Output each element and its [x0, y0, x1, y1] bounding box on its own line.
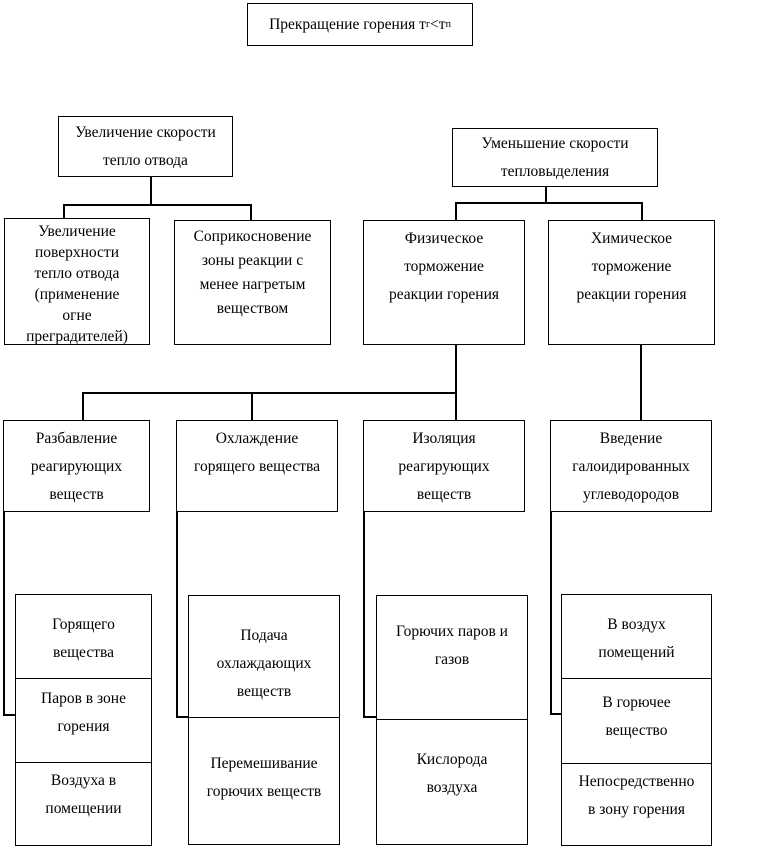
cell-into-room-air: В воздух помещений	[562, 595, 711, 679]
title-text: Прекращение горения т	[269, 15, 426, 33]
connector-left-drop-1	[63, 204, 65, 218]
connector-mid-drop-2	[251, 392, 253, 420]
connector-left-bracket	[63, 204, 251, 206]
connector-physical-stem	[455, 345, 457, 420]
title-inequality: <т	[430, 15, 446, 33]
box-increase-heat-removal-surface: Увеличение поверхности тепло отвода (при…	[4, 218, 150, 345]
connector-elbow-introduction-h	[550, 713, 561, 715]
connector-chemical-stem	[640, 345, 642, 420]
connector-mid-drop-1	[82, 392, 84, 420]
connector-left-drop-2	[250, 204, 252, 220]
cell-directly-into-combustion-zone: Непосредственно в зону горения	[578, 773, 695, 818]
stack-introduction-targets: В воздух помещений В горючее вещество Не…	[561, 594, 712, 846]
cell-into-combustible-substance: В горючее вещество	[562, 679, 711, 764]
box-dilution-of-reactants: Разбавление реагирующих веществ	[3, 420, 150, 512]
connector-elbow-isolation-h	[363, 716, 376, 718]
box-introduction-halogenated-hydrocarbons: Введение галоидированных углеводородов	[550, 420, 712, 512]
stack-cooling-methods: Подача охлаждающих веществ Перемешивание…	[188, 595, 340, 845]
box-increase-heat-removal-rate: Увеличение скорости тепло отвода	[58, 116, 233, 177]
connector-elbow-isolation-v	[363, 512, 365, 717]
connector-elbow-cooling-h	[176, 716, 188, 718]
stack-dilution-targets: Горящего вещества Паров в зоне горения В…	[15, 594, 152, 846]
box-physical-inhibition: Физическое торможение реакции горения	[363, 220, 525, 345]
cell-oxygen-of-air: Кислорода воздуха	[416, 751, 488, 796]
box-chemical-inhibition: Химическое торможение реакции горения	[548, 220, 715, 345]
connector-elbow-introduction-v	[550, 512, 552, 715]
connector-right-drop-2	[641, 202, 643, 220]
cell-air-in-room: Воздуха в помещении	[45, 772, 122, 817]
cell-vapors-in-combustion-zone: Паров в зоне горения	[16, 679, 151, 763]
stack-isolation-targets: Горючих паров и газов Кислорода воздуха	[376, 595, 528, 845]
box-decrease-heat-release-rate: Уменьшение скорости тепловыделения	[452, 128, 658, 187]
box-contact-with-cooler-substance: Соприкосновение зоны реакции с менее наг…	[174, 220, 331, 345]
connector-elbow-dilution-h	[3, 714, 15, 716]
connector-elbow-cooling-v	[176, 512, 178, 717]
connector-elbow-dilution-v	[3, 512, 5, 715]
connector-right-bracket	[455, 202, 642, 204]
cell-burning-substance: Горящего вещества	[16, 595, 151, 679]
cell-combustible-vapors-gases: Горючих паров и газов	[377, 596, 527, 720]
cell-supply-cooling-agents: Подача охлаждающих веществ	[189, 596, 339, 718]
box-isolation-of-reactants: Изоляция реагирующих веществ	[363, 420, 525, 512]
connector-left-stem	[150, 177, 152, 204]
box-cooling-burning-substance: Охлаждение горящего вещества	[176, 420, 338, 512]
connector-right-drop-1	[455, 202, 457, 220]
cell-mixing-combustible-substances: Перемешивание горючих веществ	[206, 755, 322, 800]
connector-right-stem	[545, 187, 547, 202]
connector-mid-bracket	[82, 392, 455, 394]
